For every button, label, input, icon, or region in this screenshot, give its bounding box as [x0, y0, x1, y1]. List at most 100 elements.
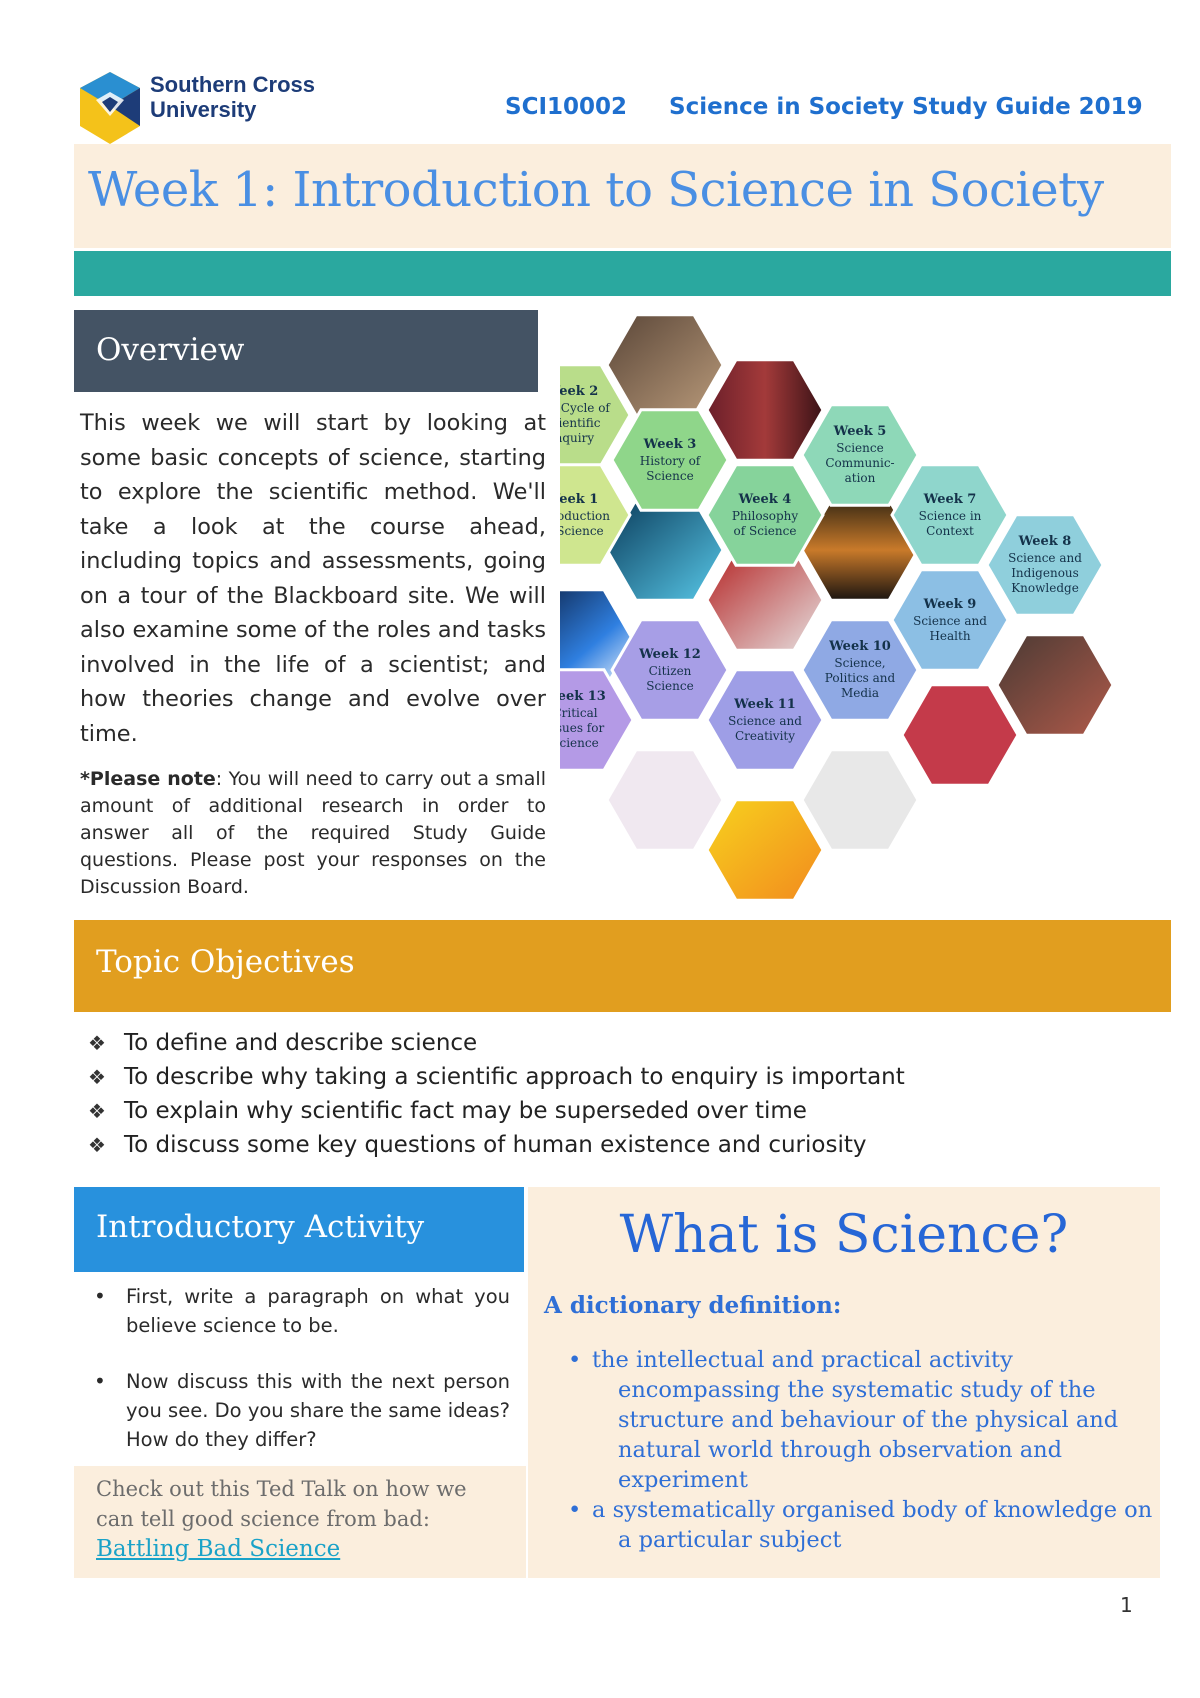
- university-name-line2: University: [150, 97, 257, 122]
- diamond-bullet-icon: ❖: [88, 1099, 106, 1123]
- course-code: SCI10002: [505, 94, 628, 120]
- activity-item: First, write a paragraph on what you bel…: [92, 1282, 510, 1340]
- university-name-line1: Southern Cross: [150, 72, 316, 97]
- week-topic-line: Introduction: [560, 509, 610, 523]
- week-label: Week 7: [923, 492, 977, 507]
- weeks-hexagon-collage: Week 2The Cycle ofScientificInquiryWeek …: [560, 313, 1115, 902]
- week-topic-line: Science and: [728, 714, 802, 728]
- intro-activity-list: First, write a paragraph on what you bel…: [92, 1282, 510, 1481]
- week-topic-line: ation: [845, 471, 876, 485]
- ceremony-photo-icon: [900, 683, 1020, 787]
- objective-text: To discuss some key questions of human e…: [124, 1132, 867, 1158]
- bullet-icon: •: [568, 1497, 582, 1523]
- title-band: Week 1: Introduction to Science in Socie…: [74, 144, 1171, 248]
- comic-photo-icon: [605, 748, 725, 852]
- accent-bar: [74, 251, 1171, 296]
- week-topic-line: Science: [560, 736, 599, 750]
- objective-text: To describe why taking a scientific appr…: [124, 1064, 905, 1090]
- university-logo-icon: [80, 72, 140, 144]
- ted-talk-text: Check out this Ted Talk on how we can te…: [96, 1477, 467, 1531]
- week-topic-line: issues for: [560, 721, 604, 735]
- week-hexagon-shape: [985, 513, 1105, 617]
- week-topic-line: Philosophy: [732, 509, 798, 523]
- portrait-photo-icon: [605, 313, 725, 417]
- week-hexagon-shape: [560, 668, 635, 772]
- week-topic-line: Scientific: [560, 416, 601, 430]
- week-hexagon-shape: [800, 618, 920, 722]
- page-number: 1: [1120, 1593, 1133, 1617]
- objectives-list: ❖To define and describe science ❖To desc…: [88, 1026, 905, 1162]
- week-hexagon-shape: [800, 403, 920, 507]
- definition-text: the intellectual and practical activity …: [592, 1347, 1119, 1493]
- ted-talk-box: Check out this Ted Talk on how we can te…: [74, 1466, 526, 1578]
- objectives-heading: Topic Objectives: [96, 944, 355, 980]
- week-topic-line: of Science: [734, 524, 797, 538]
- overview-heading-box: Overview: [74, 310, 538, 392]
- week-hexagon-week-13: Week 13 Criticalissues forScience: [560, 668, 635, 772]
- protest-photo-icon: [995, 633, 1115, 737]
- week-topic-line: Science: [646, 469, 693, 483]
- week-topic-line: Media: [841, 686, 879, 700]
- note-label: *Please note: [80, 768, 216, 790]
- week-label: Week 5: [833, 424, 887, 439]
- intro-activity-heading: Introductory Activity: [96, 1209, 425, 1245]
- week-label: Week 12: [638, 647, 701, 662]
- week-hexagon-shape: [610, 408, 730, 512]
- intro-activity-heading-box: Introductory Activity: [74, 1187, 524, 1272]
- overview-text: This week we will start by looking at so…: [80, 410, 546, 747]
- week-label: Week 2: [560, 384, 598, 399]
- week-label: Week 9: [923, 597, 977, 612]
- week-topic-line: Indigenous: [1011, 566, 1079, 580]
- week-label: Week 4: [738, 492, 792, 507]
- week-topic-line: to Science: [560, 524, 604, 538]
- week-topic-line: Science and: [913, 614, 987, 628]
- week-topic-line: Context: [926, 524, 974, 538]
- objective-item: ❖To describe why taking a scientific app…: [88, 1060, 905, 1094]
- week-label: Week 3: [643, 437, 697, 452]
- objectives-heading-box: Topic Objectives: [74, 920, 1171, 1012]
- course-header: SCI10002 Science in Society Study Guide 2…: [505, 94, 1143, 120]
- guide-title: Science in Society Study Guide 2019: [669, 94, 1143, 120]
- diamond-bullet-icon: ❖: [88, 1031, 106, 1055]
- battling-bad-science-link[interactable]: Battling Bad Science: [96, 1536, 341, 1562]
- note-text: : You will need to carry out a small amo…: [80, 768, 546, 898]
- week-hexagon-shape: [610, 618, 730, 722]
- week-hexagon-shape: [705, 668, 825, 772]
- week-label: Week 1: [560, 492, 598, 507]
- week-topic-line: Citizen: [649, 664, 692, 678]
- week-label: Week 13: [560, 689, 606, 704]
- week-label: Week 10: [828, 639, 891, 654]
- university-name: Southern Cross University: [150, 72, 315, 122]
- week-topic-line: Inquiry: [560, 431, 594, 445]
- objective-text: To define and describe science: [124, 1030, 478, 1056]
- definition-list: • the intellectual and practical activity…: [544, 1345, 1154, 1555]
- week-hexagon-shape: [890, 568, 1010, 672]
- activity-item: Now discuss this with the next person yo…: [92, 1367, 510, 1454]
- overview-heading: Overview: [96, 332, 245, 368]
- week-topic-line: Science in: [919, 509, 982, 523]
- week-topic-line: History of: [640, 454, 702, 468]
- week-topic-line: Critical: [560, 706, 598, 720]
- week-topic-line: Creativity: [735, 729, 795, 743]
- research-note: *Please note: You will need to carry out…: [80, 766, 546, 901]
- what-is-science-box: What is Science? A dictionary definition…: [528, 1187, 1160, 1578]
- week-topic-line: Science,: [834, 656, 885, 670]
- objective-item: ❖To explain why scientific fact may be s…: [88, 1094, 905, 1128]
- week-topic-line: The Cycle of: [560, 401, 611, 415]
- week-label: Week 8: [1018, 534, 1072, 549]
- week-hexagon-shape: [705, 463, 825, 567]
- objective-item: ❖ To define and describe science: [88, 1026, 905, 1060]
- week-topic-line: Health: [929, 629, 970, 643]
- page-title: Week 1: Introduction to Science in Socie…: [88, 162, 1104, 218]
- dictionary-definition-label: A dictionary definition:: [544, 1292, 842, 1319]
- definition-item: •the intellectual and practical activity…: [544, 1345, 1154, 1495]
